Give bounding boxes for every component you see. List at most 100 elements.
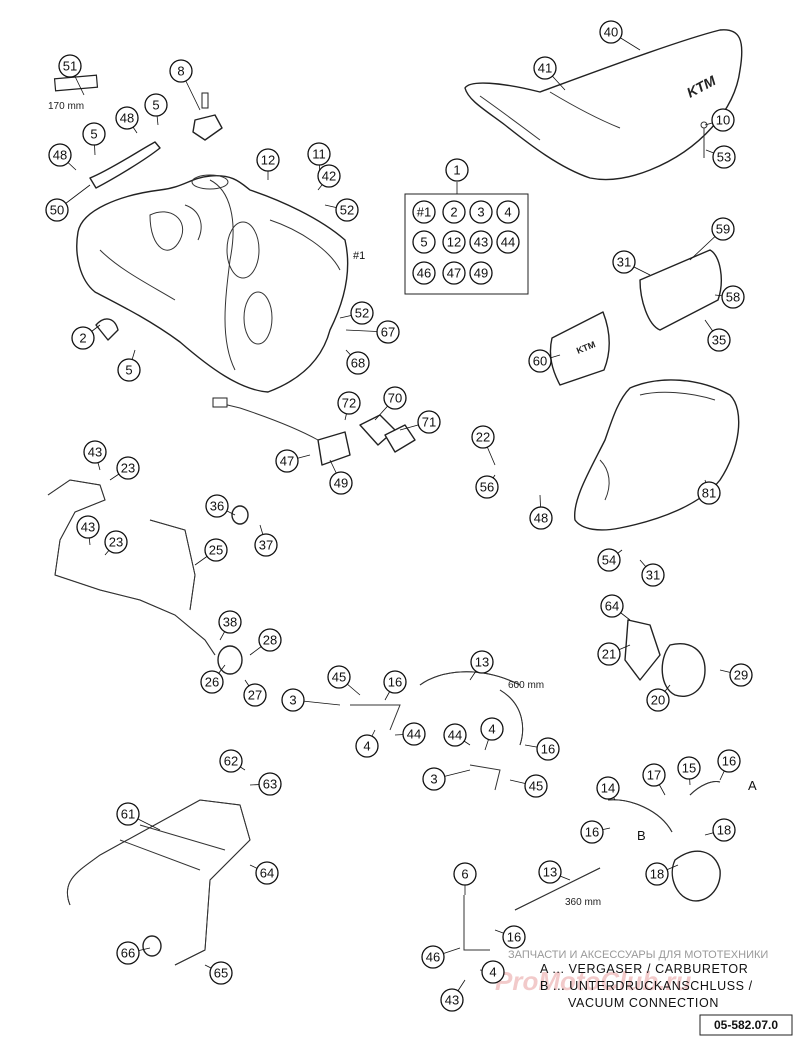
callout-number: 54	[602, 553, 616, 568]
callout-circle	[258, 628, 282, 652]
callout-number: 62	[224, 754, 238, 769]
callout-circle	[48, 143, 72, 167]
callout-circle	[83, 440, 107, 464]
kit-item-2: 2	[442, 200, 466, 224]
callout-circle	[480, 717, 504, 741]
callout-31: 31	[641, 563, 665, 587]
kit-item-number: 3	[477, 205, 484, 220]
callout-circle	[440, 988, 464, 1012]
callout-number: 59	[716, 222, 730, 237]
callout-circle	[204, 538, 228, 562]
doc-number: 05-582.07.0	[714, 1018, 778, 1032]
callout-number: 18	[717, 823, 731, 838]
callout-number: 8	[177, 64, 184, 79]
callout-48: 48	[115, 106, 139, 130]
callout-circle	[443, 723, 467, 747]
callout-number: 64	[260, 866, 274, 881]
callout-16: 16	[580, 820, 604, 844]
callout-circle	[417, 410, 441, 434]
callout-circle	[82, 122, 106, 146]
callout-circle	[255, 861, 279, 885]
callout-2: 2	[71, 326, 95, 350]
callout-31: 31	[612, 250, 636, 274]
callout-circle	[117, 358, 141, 382]
callout-number: 2	[79, 331, 86, 346]
callout-number: 13	[543, 865, 557, 880]
kit-item-4: 4	[496, 200, 520, 224]
callout-circle	[707, 328, 731, 352]
callout-42: 42	[317, 164, 341, 188]
callout-circle	[442, 200, 466, 224]
callout-circle	[337, 391, 361, 415]
kit-item-12: 12	[442, 230, 466, 254]
callout-58: 58	[721, 285, 745, 309]
callout-circle	[329, 471, 353, 495]
callout-3: 3	[281, 688, 305, 712]
callout-number: 49	[334, 476, 348, 491]
kit-item-3: 3	[469, 200, 493, 224]
callout-43: 43	[83, 440, 107, 464]
callout-number: 43	[88, 445, 102, 460]
callout-47: 47	[275, 449, 299, 473]
callout-circle	[281, 688, 305, 712]
callout-number: 52	[340, 203, 354, 218]
callout-number: 58	[726, 290, 740, 305]
callout-circle	[355, 734, 379, 758]
callout-5: 5	[117, 358, 141, 382]
callout-number: 25	[209, 543, 223, 558]
bracket-2	[95, 318, 119, 341]
kit-item-number: 49	[474, 266, 488, 281]
callout-13: 13	[538, 860, 562, 884]
callout-number: 4	[363, 739, 370, 754]
callout-number: 20	[651, 693, 665, 708]
callout-25: 25	[204, 538, 228, 562]
callout-number: 17	[647, 768, 661, 783]
callout-45: 45	[524, 774, 548, 798]
callout-circle	[218, 610, 242, 634]
kit-item-number: 46	[417, 266, 431, 281]
callout-number: 6	[461, 867, 468, 882]
callout-circle	[596, 776, 620, 800]
callout-71: 71	[417, 410, 441, 434]
callout-circle	[529, 506, 553, 530]
callout-circle	[471, 425, 495, 449]
callout-18: 18	[645, 862, 669, 886]
callout-circle	[600, 594, 624, 618]
callout-circle	[346, 351, 370, 375]
tool-box	[639, 249, 722, 331]
kit-item-number: 12	[447, 235, 461, 250]
kit-title-callout: 1	[445, 158, 469, 182]
callout-circle	[256, 148, 280, 172]
callout-number: 16	[541, 742, 555, 757]
doc-number-box	[699, 1014, 793, 1036]
callout-72: 72	[337, 391, 361, 415]
callout-number: 23	[121, 461, 135, 476]
callout-number: 65	[214, 966, 228, 981]
callout-circle	[481, 960, 505, 984]
callout-circle	[599, 20, 623, 44]
callout-36: 36	[205, 494, 229, 518]
kit-item-number: #1	[417, 205, 431, 220]
side-cover	[574, 379, 740, 531]
callout-circle	[45, 198, 69, 222]
callout-number: 44	[448, 728, 462, 743]
callout-43: 43	[440, 988, 464, 1012]
callout-27: 27	[243, 683, 267, 707]
callout-circle	[597, 642, 621, 666]
callout-number: 36	[210, 499, 224, 514]
callout-16: 16	[383, 670, 407, 694]
callout-circle	[697, 481, 721, 505]
callout-number: 52	[355, 306, 369, 321]
watermark-small: ЗАПЧАСТИ И АКСЕССУАРЫ ДЛЯ МОТОТЕХНИКИ	[508, 949, 768, 961]
callout-37: 37	[254, 533, 278, 557]
callout-28: 28	[258, 628, 282, 652]
callout-circle	[402, 722, 426, 746]
callout-circle	[729, 663, 753, 687]
kit-item-49: 49	[469, 261, 493, 285]
callout-13: 13	[470, 650, 494, 674]
callout-number: 29	[734, 668, 748, 683]
kit-item-46: 46	[412, 261, 436, 285]
callout-46: 46	[421, 945, 445, 969]
callout-41: 41	[533, 56, 557, 80]
callout-circle	[442, 230, 466, 254]
